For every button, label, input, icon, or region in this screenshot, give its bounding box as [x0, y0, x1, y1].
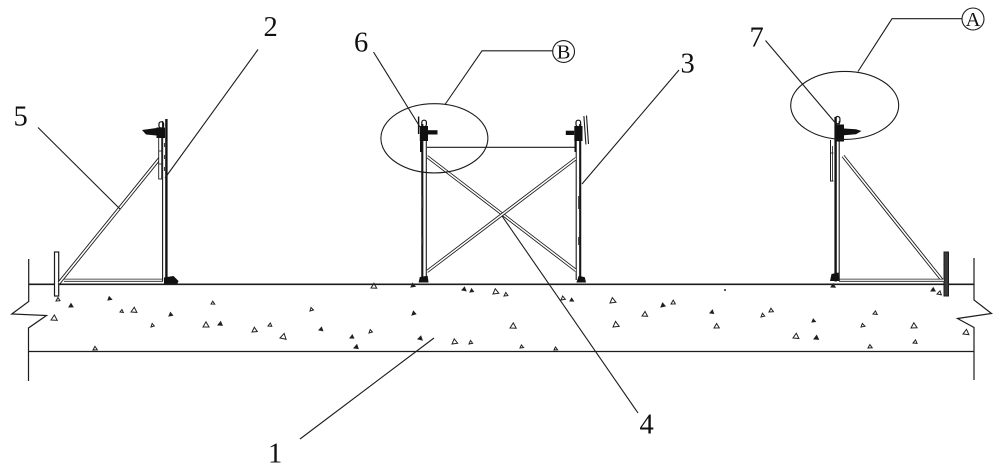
svg-text:7: 7	[750, 23, 764, 54]
svg-text:3: 3	[681, 49, 695, 80]
svg-text:A: A	[966, 9, 981, 31]
svg-text:2: 2	[264, 12, 278, 43]
svg-text:4: 4	[640, 410, 654, 441]
svg-text:6: 6	[354, 28, 368, 59]
svg-text:1: 1	[268, 439, 282, 468]
svg-text:B: B	[557, 42, 571, 64]
svg-text:5: 5	[14, 102, 28, 133]
